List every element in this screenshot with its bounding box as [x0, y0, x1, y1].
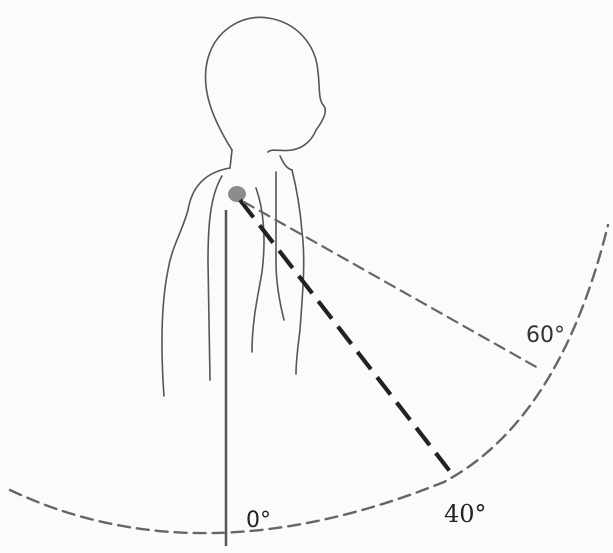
head-outline	[205, 17, 325, 152]
forty-degree-label: 40°	[444, 500, 487, 528]
sixty-degree-label: 60°	[526, 323, 565, 348]
chest-outline	[292, 170, 304, 374]
neck-front-outline	[280, 156, 292, 170]
neck-back-outline	[230, 150, 232, 168]
angle-arc	[10, 225, 608, 533]
back-outline	[162, 168, 230, 396]
shoulder-joint-marker	[228, 186, 246, 202]
arm-outer-outline	[208, 176, 222, 380]
zero-degree-label: 0°	[246, 508, 271, 533]
sixty-degree-line	[244, 202, 538, 368]
side-outline	[276, 172, 284, 320]
forty-degree-line	[240, 200, 452, 474]
